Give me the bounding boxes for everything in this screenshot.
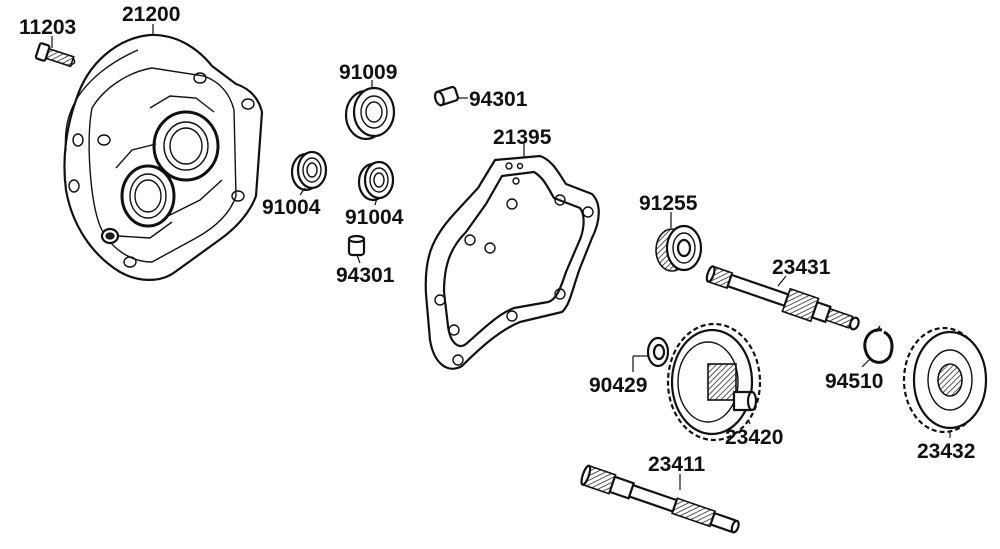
- countershaft-gear-23420: [666, 322, 762, 442]
- bolt-11203: [34, 36, 76, 68]
- circlip-94510: [861, 325, 894, 368]
- crankcase-cover-21200: [63, 24, 264, 281]
- part-label-91004-right: 91004: [345, 206, 404, 229]
- part-label-23411: 23411: [648, 453, 706, 476]
- part-label-23432: 23432: [917, 440, 975, 463]
- part-label-91255: 91255: [639, 192, 698, 215]
- part-label-21200: 21200: [122, 3, 180, 26]
- part-label-91004-left: 91004: [262, 196, 321, 219]
- part-label-91009: 91009: [339, 61, 397, 84]
- part-label-23420: 23420: [725, 426, 783, 449]
- dowel-94301-top: [433, 85, 468, 107]
- bearing-91009: [344, 80, 396, 141]
- final-shaft-23431: [705, 265, 860, 331]
- drive-shaft-23411: [580, 464, 740, 534]
- part-label-23431: 23431: [772, 256, 831, 279]
- seal-bearing-91255: [655, 212, 703, 272]
- washer-90429: [632, 336, 670, 372]
- dowel-94301-bottom: [347, 234, 366, 264]
- part-label-94301-top: 94301: [469, 88, 528, 111]
- part-label-94301-bottom: 94301: [336, 264, 395, 287]
- bearing-91004-right: [357, 160, 395, 206]
- final-gear-23432: [902, 326, 988, 438]
- part-label-94510: 94510: [825, 370, 883, 393]
- part-label-90429: 90429: [589, 374, 647, 397]
- part-label-21395: 21395: [493, 126, 552, 149]
- bearing-91004-left: [290, 150, 328, 196]
- gasket-21395: [424, 144, 600, 370]
- part-label-11203: 11203: [19, 16, 76, 39]
